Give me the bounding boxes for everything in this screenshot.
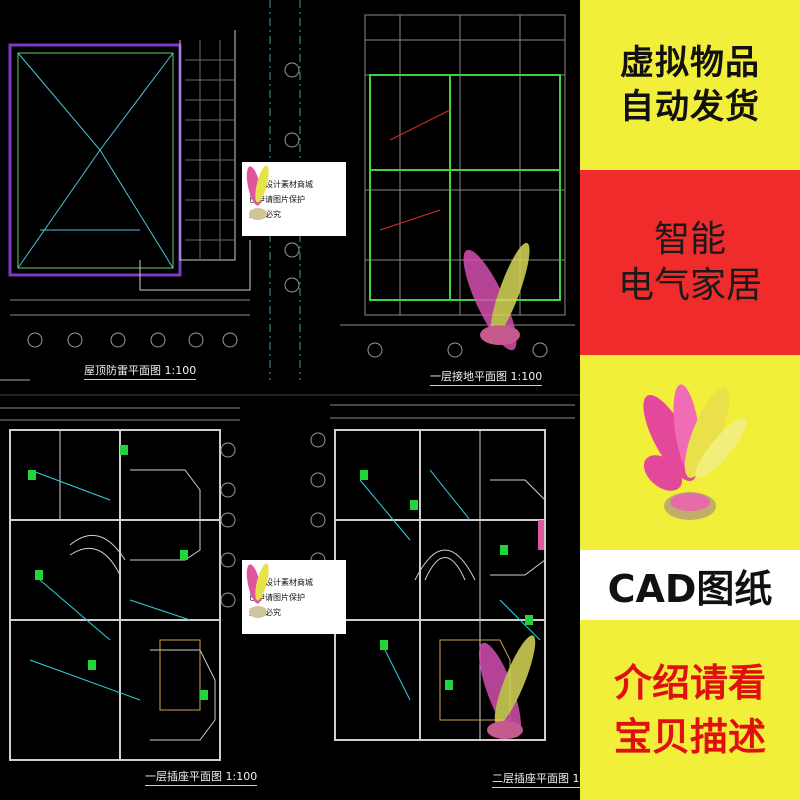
cad-linework: [0, 0, 580, 761]
promo-text-item-description: 宝贝描述: [613, 715, 766, 759]
promo-block-cad: CAD图纸: [580, 550, 800, 620]
grounding-plan: [340, 14, 575, 358]
watermark-line-2: 已申请图片保护: [249, 194, 305, 204]
roof-plan: [0, 30, 251, 381]
floor1-socket-plan-title: 一层插座平面图 1:100: [145, 768, 258, 786]
watermark-label-bottom: 星宇设计素材商城 已申请图片保护 盗图必究: [242, 560, 346, 634]
promo-text-smart: 智能: [653, 218, 726, 260]
watermark-line-1: 星宇设计素材商城: [249, 179, 313, 189]
watermark-label-top: 星宇设计素材商城 已申请图片保护 盗图必究: [242, 162, 346, 236]
feather-shuttlecock-icon: [643, 383, 747, 520]
floor2-socket-plan: [310, 404, 575, 741]
promo-text-auto-delivery: 自动发货: [620, 87, 760, 127]
cad-drawing-area: 屋顶防雷平面图 1:100 一层接地平面图 1:100 一层插座平面图 1:10…: [0, 0, 580, 788]
feather-watermark-bottom: [478, 635, 536, 739]
promo-block-see-description: 介绍请看 宝贝描述: [580, 620, 800, 800]
promo-text-virtual-goods: 虚拟物品: [620, 43, 760, 83]
promo-text-see-intro: 介绍请看: [613, 661, 766, 705]
grounding-plan-title: 一层接地平面图 1:100: [430, 368, 543, 386]
promo-block-virtual-goods: 虚拟物品 自动发货: [580, 0, 800, 170]
promo-text-electric-home: 电气家居: [617, 264, 762, 306]
feather-icon: [246, 165, 269, 220]
feather-icon: [246, 563, 269, 618]
watermark-line-2: 已申请图片保护: [249, 592, 305, 602]
promo-sidebar: 虚拟物品 自动发货 智能 电气家居 CAD图纸 介绍请看 宝贝描述: [580, 0, 800, 800]
promo-text-cad-drawings: CAD图纸: [607, 566, 773, 611]
roof-plan-title: 屋顶防雷平面图 1:100: [84, 362, 197, 380]
promo-block-smart-home: 智能 电气家居: [580, 170, 800, 355]
floor2-socket-plan-title: 二层插座平面图 1:100: [492, 770, 580, 788]
floor1-socket-plan: [0, 407, 240, 761]
watermark-line-1: 星宇设计素材商城: [249, 577, 313, 587]
promo-block-feather-logo: [580, 355, 800, 550]
feather-watermark-top: [463, 242, 530, 351]
